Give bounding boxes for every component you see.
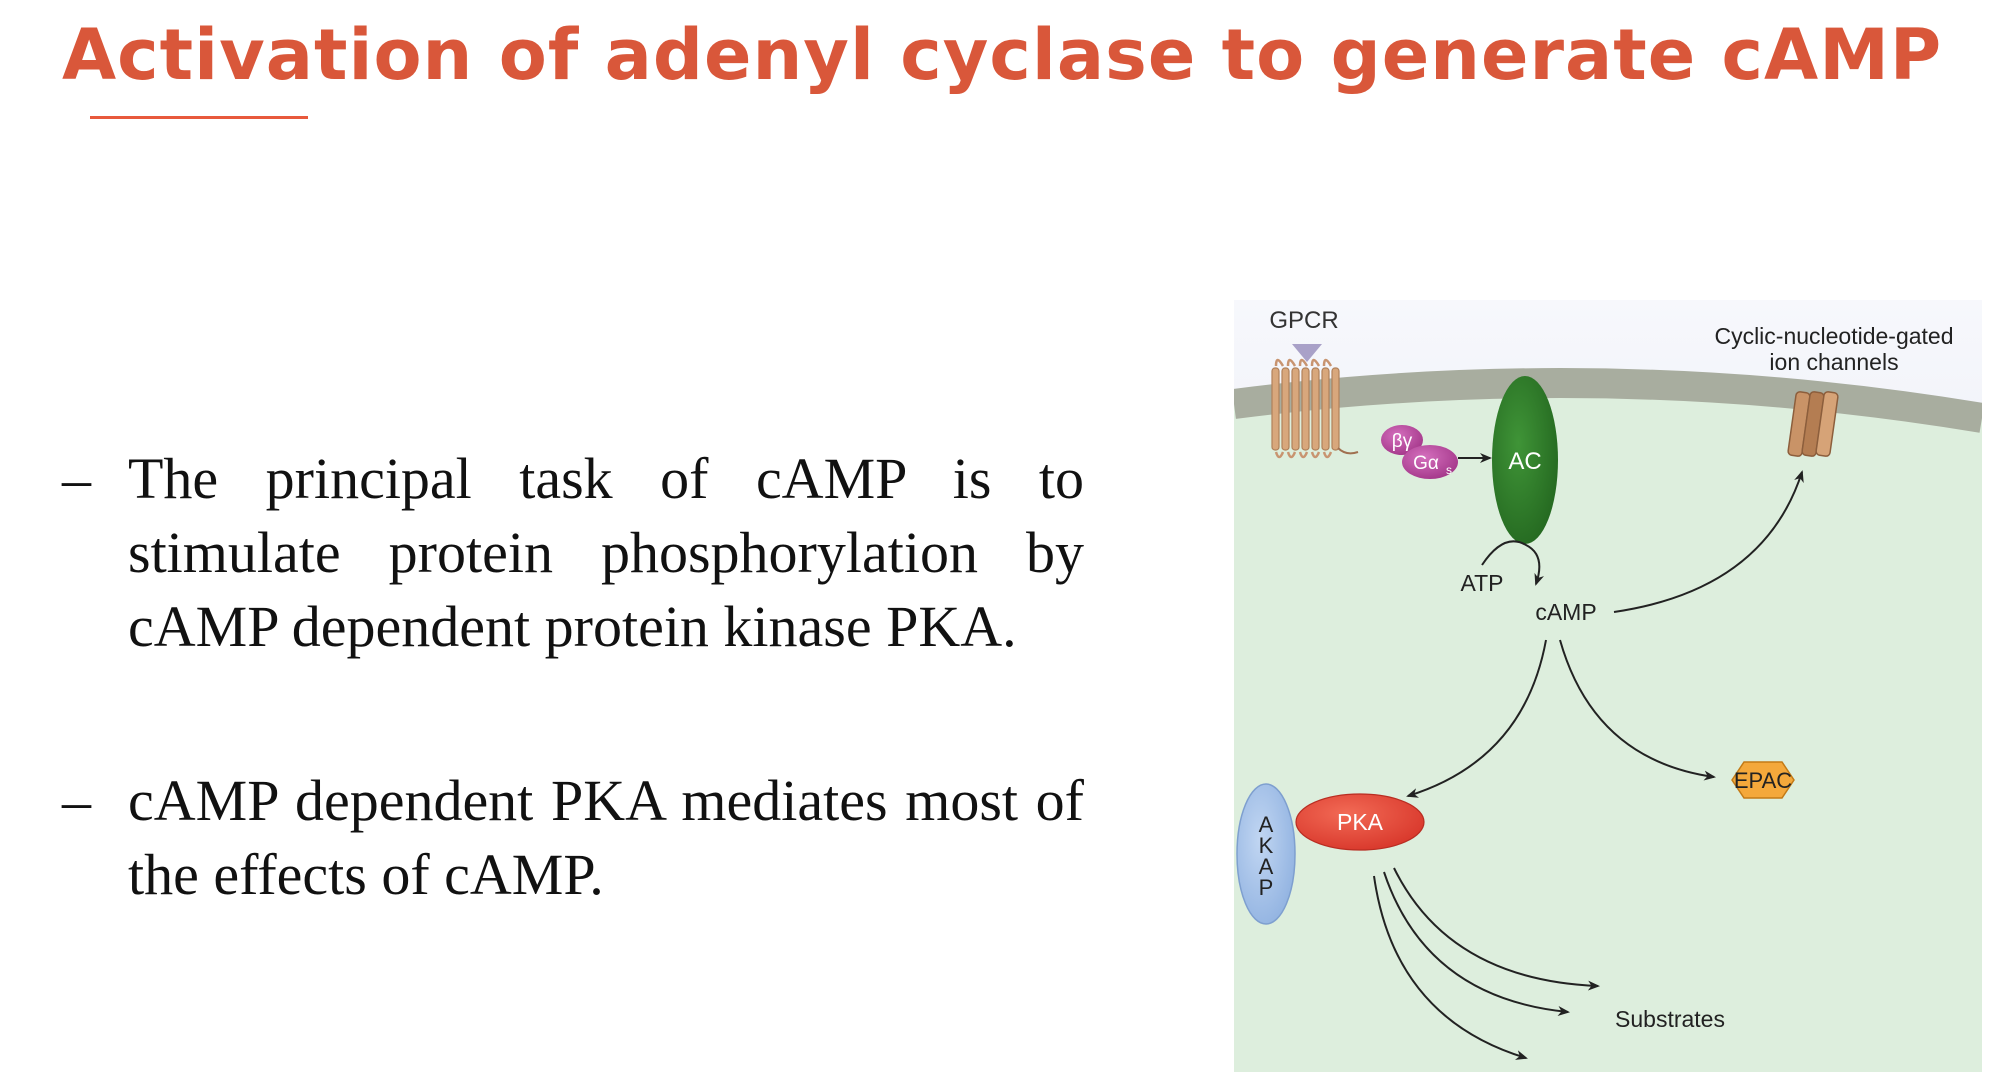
- bullet-text: The principal task of cAMP is to stimula…: [128, 446, 1084, 659]
- substrates-label: Substrates: [1615, 1006, 1725, 1032]
- akap-anchor: A K A P: [1236, 783, 1296, 925]
- bullet-item-2: – cAMP dependent PKA mediates most of th…: [62, 764, 1084, 912]
- arrow-pka-to-substrate-1: [1393, 867, 1600, 991]
- g-alpha-subscript: s: [1446, 463, 1452, 477]
- arrow-pka-to-substrate-3: [1373, 875, 1528, 1060]
- g-alpha-label: Gα: [1413, 453, 1439, 474]
- akap-letter-p: P: [1259, 875, 1274, 900]
- ac-label: AC: [1508, 448, 1541, 475]
- bullet-marker: –: [62, 768, 91, 833]
- beta-gamma-label: βγ: [1392, 431, 1413, 452]
- bullet-text: cAMP dependent PKA mediates most of the …: [128, 768, 1084, 907]
- arrow-camp-to-pka: [1406, 639, 1547, 798]
- akap-letter-a: A: [1259, 812, 1274, 837]
- slide-title: Activation of adenyl cyclase to generate…: [62, 14, 1943, 96]
- pka-kinase: PKA: [1295, 793, 1425, 851]
- atp-label: ATP: [1460, 570, 1503, 596]
- gpcr-label: GPCR: [1269, 307, 1338, 334]
- arrow-atp-to-camp: [1481, 540, 1544, 586]
- ion-channel-label-line2: ion channels: [1769, 349, 1898, 375]
- epac-label: EPAC: [1734, 768, 1792, 793]
- epac-protein: EPAC: [1731, 761, 1795, 799]
- ion-channel: Cyclic-nucleotide-gated ion channels: [1714, 323, 1954, 457]
- arrow-pka-to-substrate-2: [1383, 871, 1570, 1016]
- bullet-item-1: – The principal task of cAMP is to stimu…: [62, 442, 1084, 664]
- camp-pathway-diagram: GPCR βγ Gα s AC ATP cAMP Cyclic-nucleoti…: [1234, 300, 1982, 1072]
- triangle-down-icon: [1292, 344, 1322, 362]
- bullet-marker: –: [62, 446, 91, 511]
- arrow-camp-to-epac: [1559, 639, 1716, 781]
- ion-channel-label-line1: Cyclic-nucleotide-gated: [1714, 323, 1953, 349]
- title-underline: [90, 116, 308, 119]
- camp-label: cAMP: [1535, 599, 1596, 625]
- akap-letter-a2: A: [1259, 854, 1274, 879]
- arrow-camp-to-ion-channel: [1613, 470, 1804, 613]
- pka-label: PKA: [1337, 809, 1384, 835]
- adenylyl-cyclase: AC: [1492, 376, 1558, 544]
- akap-letter-k: K: [1259, 833, 1274, 858]
- cell-membrane: [1234, 368, 1982, 433]
- gpcr-receptor: GPCR: [1269, 307, 1359, 459]
- g-protein: βγ Gα s: [1381, 425, 1458, 479]
